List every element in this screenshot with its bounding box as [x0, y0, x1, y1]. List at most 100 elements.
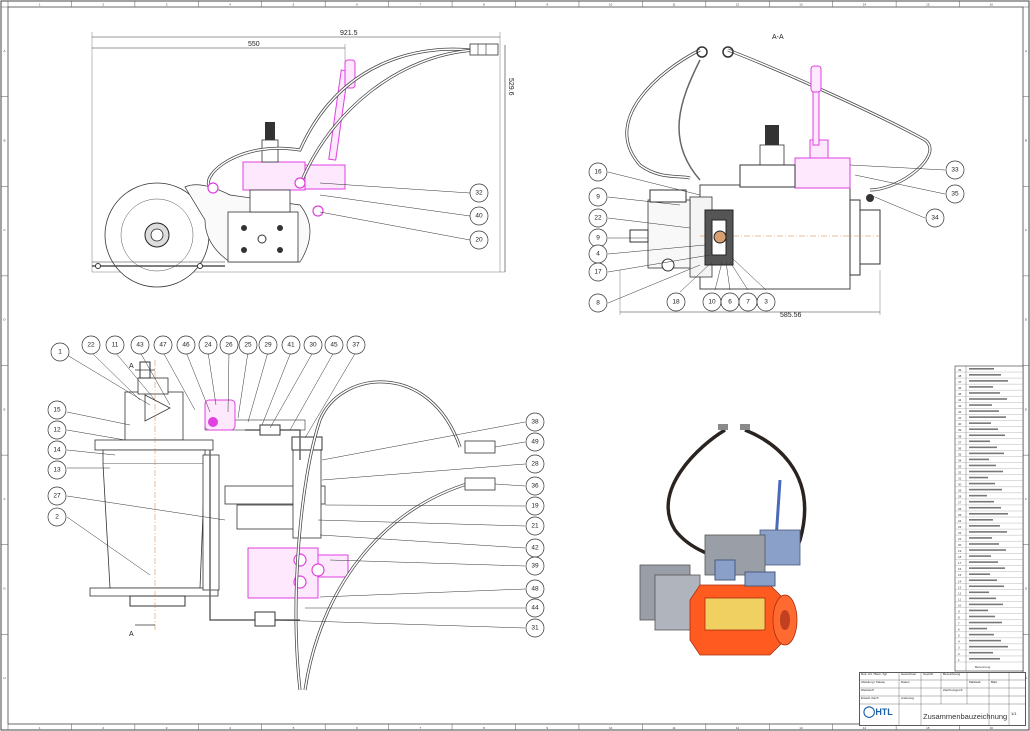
parts-list-position: 5 — [958, 634, 960, 638]
parts-list-position: 17 — [958, 561, 962, 565]
balloon-number: 9 — [596, 194, 600, 201]
parts-list-text-line — [969, 452, 1004, 455]
parts-list-position: 12 — [958, 591, 962, 595]
border-column-label: 14 — [863, 726, 867, 730]
balloon-number: 42 — [531, 545, 539, 552]
balloon-number: 25 — [244, 342, 252, 349]
parts-list-position: 11 — [958, 597, 961, 601]
parts-list-text-line — [969, 386, 993, 388]
parts-list-position: 25 — [958, 513, 962, 517]
border-row-label: B — [1025, 138, 1027, 142]
parts-list-text-line — [969, 506, 1001, 509]
parts-list-position: 18 — [958, 555, 962, 559]
border-row-label: A — [1025, 49, 1027, 53]
balloon-circle — [281, 335, 301, 355]
parts-list-position: 47 — [958, 380, 962, 384]
border-column-label: 10 — [609, 3, 613, 7]
balloon-number: 32 — [475, 190, 483, 197]
balloon-circle — [324, 335, 344, 355]
balloon-circle — [346, 335, 366, 355]
balloon-number: 43 — [136, 342, 144, 349]
parts-list-position: 22 — [958, 531, 962, 535]
parts-list: Benennung 494847464544434241403938373635… — [954, 365, 1024, 672]
border-column-label: 1 — [39, 726, 41, 730]
parts-list-position: 36 — [958, 446, 962, 450]
balloon-circle — [588, 187, 608, 207]
border-column-label: 2 — [102, 726, 104, 730]
balloon-circle — [176, 335, 196, 355]
balloon-number: 11 — [112, 342, 119, 349]
border-column-label: 10 — [609, 726, 613, 730]
parts-list-position: 7 — [958, 622, 960, 626]
balloon-circle — [525, 516, 545, 536]
parts-list-text-line — [969, 428, 998, 431]
parts-list-position: 15 — [958, 573, 962, 577]
balloon-circle — [153, 335, 173, 355]
parts-list-position: 28 — [958, 495, 962, 499]
parts-list-text-line — [969, 621, 1002, 624]
balloon-circle — [525, 454, 545, 474]
parts-list-text-line — [969, 585, 1004, 588]
parts-list-text-line — [969, 567, 1005, 569]
parts-list-text-line — [969, 573, 990, 575]
balloon-number: 22 — [594, 215, 602, 222]
balloon-number: 20 — [475, 237, 483, 244]
border-column-label: 11 — [673, 3, 676, 7]
parts-list-text-line — [969, 633, 994, 636]
balloon-circle — [525, 432, 545, 452]
tb-cell-drawing-number: Zeichnungs-Nr. — [943, 689, 964, 692]
border-column-label: 8 — [483, 3, 485, 7]
border-column-label: 13 — [799, 726, 803, 730]
parts-list-position: 40 — [958, 422, 962, 426]
parts-list-text-line — [969, 645, 1008, 648]
parts-list-position: 20 — [958, 543, 962, 547]
tb-cell-checked: Geprüft — [923, 673, 934, 676]
parts-list-text-line — [969, 494, 987, 497]
parts-list-text-line — [969, 380, 1008, 382]
parts-list-position: 49 — [958, 368, 962, 372]
section-mark-bottom: A — [129, 631, 134, 638]
parts-list-position: 8 — [958, 616, 960, 620]
balloon-number: 33 — [951, 167, 959, 174]
balloon-circle — [81, 335, 101, 355]
balloon-circle — [925, 208, 945, 228]
balloon-number: 48 — [531, 586, 539, 593]
border-column-label: 4 — [229, 3, 231, 7]
tb-sheet-number: 1/1 — [1011, 712, 1017, 716]
htl-logo-icon: ◯HTL — [863, 706, 893, 718]
parts-list-text-line — [969, 651, 993, 654]
parts-list-text-line — [969, 597, 996, 600]
parts-list-position: 4 — [958, 640, 960, 644]
parts-list-position: 35 — [958, 452, 962, 456]
parts-list-position: 3 — [958, 646, 960, 650]
border-row-label: G — [3, 587, 6, 591]
parts-list-position: 13 — [958, 585, 962, 589]
border-column-label: 12 — [736, 3, 740, 7]
balloon-circle — [47, 507, 67, 527]
border-column-label: 7 — [420, 726, 422, 730]
balloon-number: 18 — [672, 299, 680, 306]
border-column-label: 11 — [673, 726, 676, 730]
parts-list-text-line — [969, 482, 995, 485]
border-column-label: 3 — [166, 3, 168, 7]
border-row-label: C — [3, 228, 6, 232]
parts-list-position: 23 — [958, 525, 962, 529]
parts-list-position: 32 — [958, 471, 962, 475]
balloon-circle — [525, 476, 545, 496]
parts-list-position: 1 — [958, 658, 960, 662]
parts-list-text-line — [969, 543, 999, 545]
parts-list-position: 33 — [958, 464, 962, 468]
dim-partial-width: 550 — [248, 41, 260, 48]
parts-list-position: 6 — [958, 628, 960, 632]
parts-list-position: 34 — [958, 458, 962, 462]
parts-list-text-line — [969, 470, 1003, 473]
balloon-circle — [525, 496, 545, 516]
border-column-label: 12 — [736, 726, 740, 730]
balloon-circle — [588, 293, 608, 313]
border-row-label: D — [1025, 318, 1028, 322]
balloon-number: 49 — [531, 439, 539, 446]
parts-list-position: 37 — [958, 440, 962, 444]
